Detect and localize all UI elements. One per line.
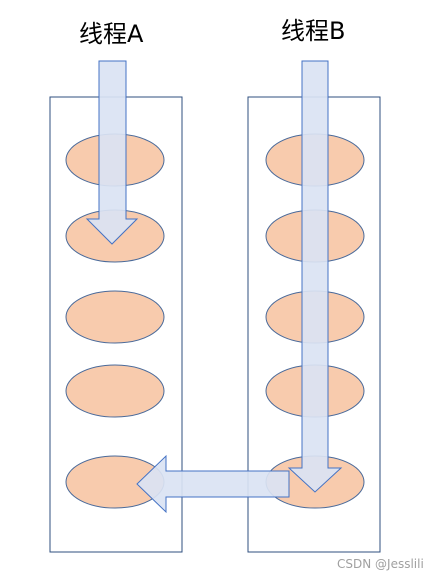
thread-b-label: 线程B <box>281 17 345 45</box>
thread-a-label: 线程A <box>79 20 144 48</box>
thread-b-down-arrow <box>287 60 343 493</box>
thread-a-down-arrow <box>85 60 139 245</box>
watermark-text: CSDN @Jesslili <box>337 557 424 571</box>
thread-b-left-arrow <box>136 454 290 514</box>
ellipse-a-3 <box>65 290 165 344</box>
ellipse-a-4 <box>65 364 165 418</box>
